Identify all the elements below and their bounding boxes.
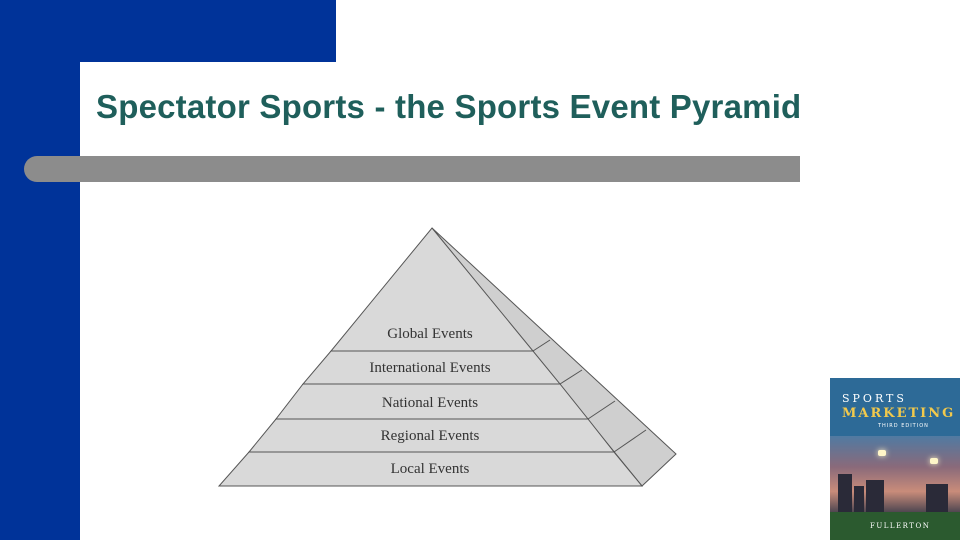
level-label: Regional Events [381,428,480,444]
book-edition: THIRD EDITION [878,423,929,429]
slide-title: Spectator Sports - the Sports Event Pyra… [96,88,802,125]
stadium-light [930,458,938,464]
book-series: SPORTS [842,392,907,405]
level-label: Global Events [387,326,473,342]
book-cover-header [830,378,960,436]
level-label: International Events [369,360,490,376]
book-title: MARKETING [842,406,956,421]
skyline-building [854,486,864,514]
side-divider-1 [532,339,551,352]
skyline-building [926,484,948,514]
book-cover-image: SPORTS MARKETING THIRD EDITION FULLERTON [830,378,960,540]
level-label: Local Events [391,461,470,477]
sports-event-pyramid: Global Events International Events Natio… [217,227,677,487]
side-divider-4 [613,429,647,453]
level-label: National Events [382,395,478,411]
title-divider-bar [24,156,800,182]
stadium-light [878,450,886,456]
book-author: FULLERTON [870,522,931,530]
skyline-building [866,480,884,514]
side-divider-2 [559,369,583,385]
stadium-field [830,512,960,540]
skyline-building [838,474,852,514]
top-accent-band [0,0,336,62]
side-divider-3 [587,400,616,420]
left-accent-band [0,0,80,540]
pyramid-level-local [217,451,644,487]
